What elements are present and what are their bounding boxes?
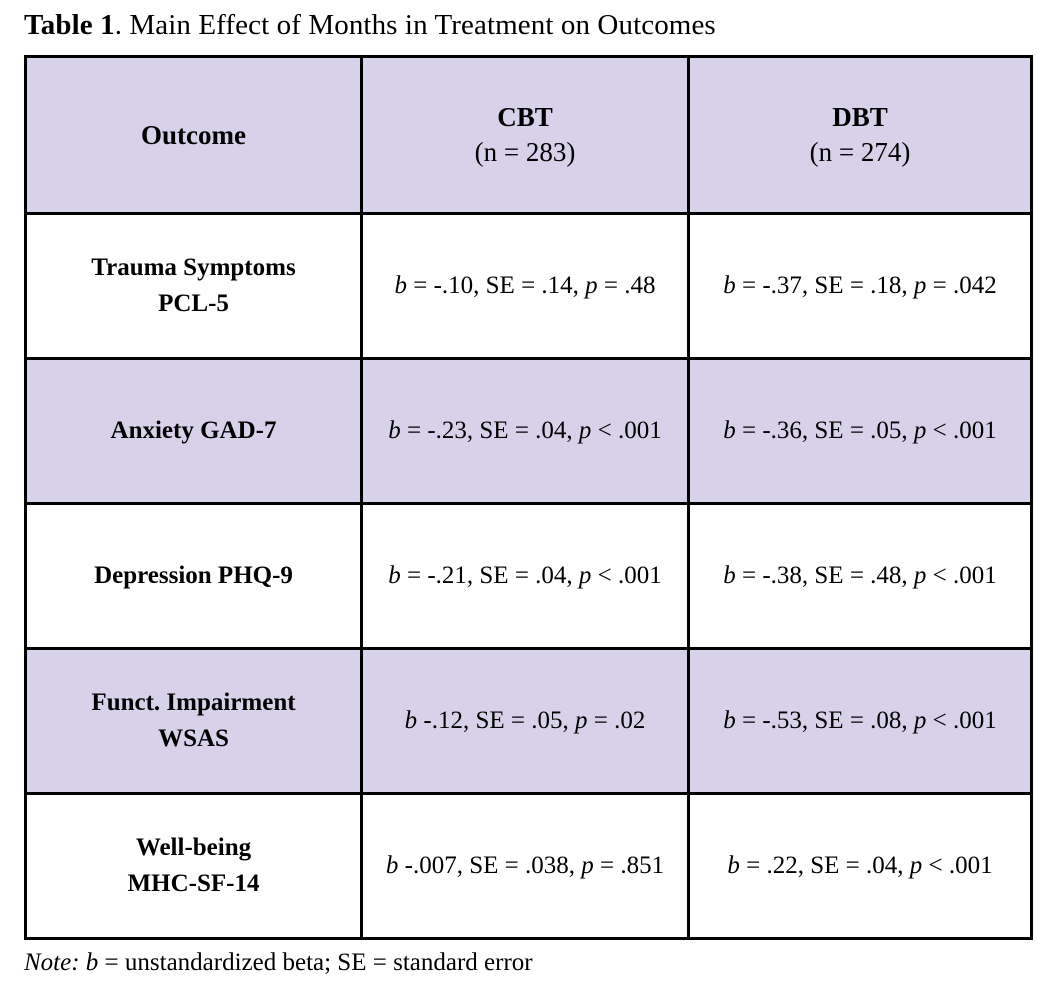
outcome-label-cell: Well-being MHC-SF-14 xyxy=(24,792,363,940)
cbt-p-symbol: p xyxy=(578,417,592,444)
dbt-p-symbol: p xyxy=(913,707,927,734)
cbt-b-symbol: b xyxy=(404,707,418,734)
outcome-label-cell: Depression PHQ-9 xyxy=(24,502,363,650)
cbt-p-symbol: p xyxy=(585,272,598,299)
table-row: Trauma Symptoms PCL-5 b = -.10, SE = .14… xyxy=(24,212,1033,360)
table-row: Depression PHQ-9 b = -.21, SE = .04, p <… xyxy=(24,502,1033,650)
cbt-p-symbol: p xyxy=(578,562,592,589)
dbt-b-value: = .22, SE = .04, xyxy=(739,852,904,879)
outcome-label-cell: Trauma Symptoms PCL-5 xyxy=(24,212,363,360)
dbt-p-symbol: p xyxy=(913,272,927,299)
outcome-label-line2: WSAS xyxy=(158,725,229,752)
outcome-label-cell: Funct. Impairment WSAS xyxy=(24,647,363,795)
outcome-label-line1: Funct. Impairment xyxy=(91,689,296,716)
table-header-row: Outcome CBT (n = 283) DBT (n = 274) xyxy=(24,55,1033,215)
cbt-b-value: = -.21, SE = .04, xyxy=(400,562,573,589)
column-header-cbt-n: (n = 283) xyxy=(474,137,576,167)
column-header-cbt: CBT (n = 283) xyxy=(360,55,690,215)
outcome-label-line1: Trauma Symptoms xyxy=(91,254,296,281)
dbt-b-symbol: b xyxy=(723,417,736,444)
cbt-p-value: = .48 xyxy=(597,272,656,299)
table-row: Well-being MHC-SF-14 b -.007, SE = .038,… xyxy=(24,792,1033,940)
cbt-statistic-cell: b = -.23, SE = .04, p < .001 xyxy=(360,357,690,505)
table-body: Trauma Symptoms PCL-5 b = -.10, SE = .14… xyxy=(24,212,1033,940)
cbt-statistic-cell: b = -.21, SE = .04, p < .001 xyxy=(360,502,690,650)
cbt-statistic-cell: b = -.10, SE = .14, p = .48 xyxy=(360,212,690,360)
column-header-outcome-label: Outcome xyxy=(141,119,246,150)
cbt-b-symbol: b xyxy=(394,272,407,299)
dbt-b-value: = -.37, SE = .18, xyxy=(735,272,908,299)
cbt-p-value: = .851 xyxy=(593,852,665,879)
column-header-cbt-label: CBT xyxy=(497,102,553,132)
dbt-p-value: < .001 xyxy=(922,852,993,879)
outcome-label-line1: Anxiety GAD-7 xyxy=(110,417,277,444)
outcome-label-cell: Anxiety GAD-7 xyxy=(24,357,363,505)
cbt-b-value: -.12, SE = .05, xyxy=(417,707,569,734)
dbt-b-symbol: b xyxy=(723,707,736,734)
cbt-b-symbol: b xyxy=(385,852,399,879)
cbt-b-symbol: b xyxy=(388,417,401,444)
table-row: Funct. Impairment WSAS b -.12, SE = .05,… xyxy=(24,647,1033,795)
dbt-p-symbol: p xyxy=(913,417,927,444)
table-note: Note: b = unstandardized beta; SE = stan… xyxy=(24,946,1030,980)
outcome-label-line2: MHC-SF-14 xyxy=(127,870,260,897)
column-header-dbt-label: DBT xyxy=(832,102,888,132)
cbt-statistic-cell: b -.007, SE = .038, p = .851 xyxy=(360,792,690,940)
column-header-dbt: DBT (n = 274) xyxy=(687,55,1033,215)
dbt-p-value: < .001 xyxy=(926,562,997,589)
dbt-b-value: = -.36, SE = .05, xyxy=(735,417,908,444)
dbt-statistic-cell: b = -.36, SE = .05, p < .001 xyxy=(687,357,1033,505)
cbt-b-value: = -.10, SE = .14, xyxy=(406,272,579,299)
dbt-statistic-cell: b = -.38, SE = .48, p < .001 xyxy=(687,502,1033,650)
table-note-lead: Note: xyxy=(24,949,80,976)
column-header-dbt-n: (n = 274) xyxy=(809,137,911,167)
table-row: Anxiety GAD-7 b = -.23, SE = .04, p < .0… xyxy=(24,357,1033,505)
cbt-p-symbol: p xyxy=(581,852,594,879)
table-note-symbol: b xyxy=(85,949,99,976)
cbt-p-value: = .02 xyxy=(587,707,646,734)
dbt-b-symbol: b xyxy=(727,852,740,879)
cbt-statistic-cell: b -.12, SE = .05, p = .02 xyxy=(360,647,690,795)
dbt-b-symbol: b xyxy=(723,272,736,299)
table-caption-label: Table 1 xyxy=(24,9,115,41)
outcome-label-line1: Depression PHQ-9 xyxy=(94,562,293,589)
cbt-b-symbol: b xyxy=(388,562,401,589)
dbt-statistic-cell: b = .22, SE = .04, p < .001 xyxy=(687,792,1033,940)
dbt-p-value: < .001 xyxy=(926,707,997,734)
dbt-b-value: = -.38, SE = .48, xyxy=(735,562,908,589)
dbt-b-symbol: b xyxy=(723,562,736,589)
dbt-b-value: = -.53, SE = .08, xyxy=(735,707,908,734)
dbt-statistic-cell: b = -.53, SE = .08, p < .001 xyxy=(687,647,1033,795)
dbt-p-symbol: p xyxy=(909,852,923,879)
cbt-p-value: < .001 xyxy=(591,417,662,444)
cbt-p-value: < .001 xyxy=(591,562,662,589)
table-caption-text: . Main Effect of Months in Treatment on … xyxy=(114,9,716,41)
outcome-label-line2: PCL-5 xyxy=(158,290,229,317)
table-container: Outcome CBT (n = 283) DBT (n = 274) xyxy=(24,55,1033,940)
table-caption: Table 1. Main Effect of Months in Treatm… xyxy=(24,6,1030,44)
dbt-p-value: = .042 xyxy=(926,272,997,299)
table-head: Outcome CBT (n = 283) DBT (n = 274) xyxy=(24,55,1033,215)
dbt-p-symbol: p xyxy=(913,562,927,589)
outcome-label-line1: Well-being xyxy=(135,834,252,861)
cbt-p-symbol: p xyxy=(575,707,588,734)
dbt-statistic-cell: b = -.37, SE = .18, p = .042 xyxy=(687,212,1033,360)
outcomes-table: Outcome CBT (n = 283) DBT (n = 274) xyxy=(24,55,1033,940)
table-note-text: = unstandardized beta; SE = standard err… xyxy=(98,949,533,976)
dbt-p-value: < .001 xyxy=(926,417,997,444)
column-header-outcome: Outcome xyxy=(24,55,363,215)
cbt-b-value: = -.23, SE = .04, xyxy=(400,417,579,444)
cbt-b-value: -.007, SE = .038, xyxy=(398,852,575,879)
